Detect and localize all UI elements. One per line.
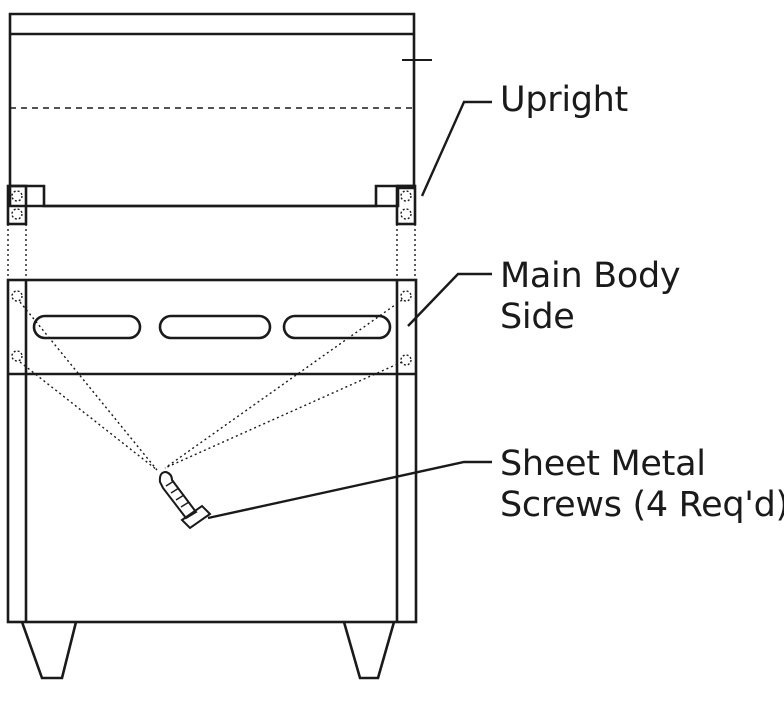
callout-upright-text: Upright xyxy=(500,80,628,120)
main-body-leader xyxy=(407,272,492,327)
screw-guide-line xyxy=(164,299,403,469)
upright-leader xyxy=(420,100,492,197)
screw-leader xyxy=(207,460,492,520)
callout-screws-line2: Screws (4 Req'd) xyxy=(500,485,784,525)
upright-hole xyxy=(11,190,23,202)
upright-holes xyxy=(11,190,412,220)
leader-lines xyxy=(207,100,492,520)
upright-left-mount xyxy=(6,184,28,226)
callout-main-body-line2: Side xyxy=(500,297,575,337)
callout-screws-line1: Sheet Metal xyxy=(500,444,706,484)
sheet-metal-screw xyxy=(158,470,212,530)
callout-sheet-metal-screws: Sheet Metal Screws (4 Req'd) xyxy=(500,444,784,526)
callout-main-body-line1: Main Body xyxy=(500,256,681,296)
screw-thread xyxy=(175,494,185,501)
screw-thread xyxy=(170,487,180,494)
upright-outline xyxy=(8,12,416,208)
screw-thread xyxy=(180,501,190,508)
callout-main-body-side: Main Body Side xyxy=(500,256,681,338)
vent-slot xyxy=(158,314,272,340)
right-leg xyxy=(342,621,396,680)
callout-upright: Upright xyxy=(500,80,628,121)
body-hole xyxy=(400,290,412,302)
main-body-outline xyxy=(6,278,418,624)
vent-slot xyxy=(282,314,392,340)
screw-head xyxy=(180,504,212,530)
upright-hole xyxy=(11,208,23,220)
body-holes xyxy=(11,290,412,366)
screw-guide-line xyxy=(19,301,158,471)
screw-shank xyxy=(158,470,198,520)
screw-guide-lines xyxy=(19,299,403,471)
body-hole xyxy=(400,354,412,366)
upright-hole xyxy=(400,190,412,202)
upright-right-mount xyxy=(395,184,417,226)
body-hole xyxy=(11,290,23,302)
main-body xyxy=(6,278,418,624)
vent-slot xyxy=(32,314,142,340)
alignment-lines xyxy=(7,224,416,280)
left-leg xyxy=(20,621,78,680)
screw-guide-line xyxy=(164,361,403,469)
upright-hole xyxy=(400,208,412,220)
screw-guide-line xyxy=(19,361,158,471)
body-hole xyxy=(11,350,23,362)
upright-bottom-notch xyxy=(10,184,414,208)
upright-unit xyxy=(6,12,432,226)
screw-thread xyxy=(165,480,175,487)
